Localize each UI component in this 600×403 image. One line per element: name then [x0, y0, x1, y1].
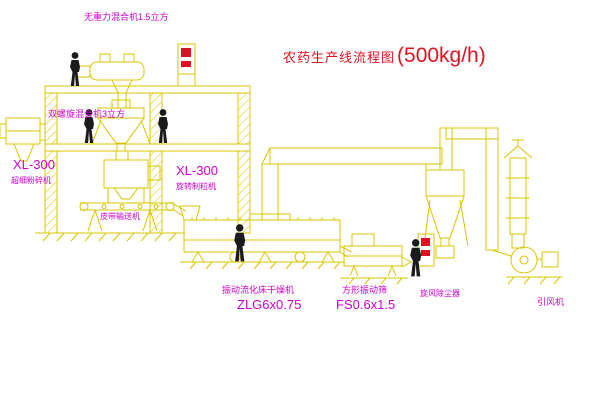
label-screen-name: 方形振动筛 — [342, 285, 388, 295]
label-pulverizer-name: 超细粉碎机 — [11, 176, 51, 185]
label-belt-conveyor: 皮带输送机 — [100, 212, 140, 221]
fan-stack — [445, 127, 562, 285]
building-frame — [35, 85, 251, 242]
label-pulverizer-model: XL-300 — [13, 157, 55, 172]
label-fan: 引风机 — [537, 297, 565, 307]
label-dryer-model: ZLG6x0.75 — [237, 297, 302, 312]
pulverizer — [0, 117, 45, 162]
control-cabinet-2 — [417, 233, 435, 267]
diagram-title: 农药生产线流程图 (500kg/h) — [283, 44, 486, 68]
label-dryer-name: 振动流化床干燥机 — [222, 285, 295, 295]
belt-conveyor — [79, 202, 187, 232]
label-cyclone: 旋风除尘器 — [420, 289, 460, 298]
control-cabinet-1 — [177, 43, 196, 87]
worker-figure — [410, 239, 422, 277]
title-text: 农药生产线流程图 — [283, 50, 396, 65]
worker-figure — [70, 52, 80, 86]
granulator — [103, 150, 161, 203]
label-top-mixer: 无重力混合机1.5立方 — [84, 12, 169, 22]
label-granulator-name: 旋转制粒机 — [176, 182, 216, 191]
title-capacity: (500kg/h) — [397, 44, 486, 67]
spiral-mixer — [91, 99, 151, 152]
label-granulator-model: XL-300 — [176, 163, 218, 178]
label-screen-model: FS0.6x1.5 — [336, 297, 396, 312]
fluid-bed-dryer — [179, 205, 345, 270]
exhaust-duct — [261, 147, 443, 221]
label-spiral-mixer: 双螺旋混合机3立方 — [48, 109, 126, 119]
vibrating-screen — [339, 233, 413, 285]
gravity-mixer — [75, 53, 145, 109]
